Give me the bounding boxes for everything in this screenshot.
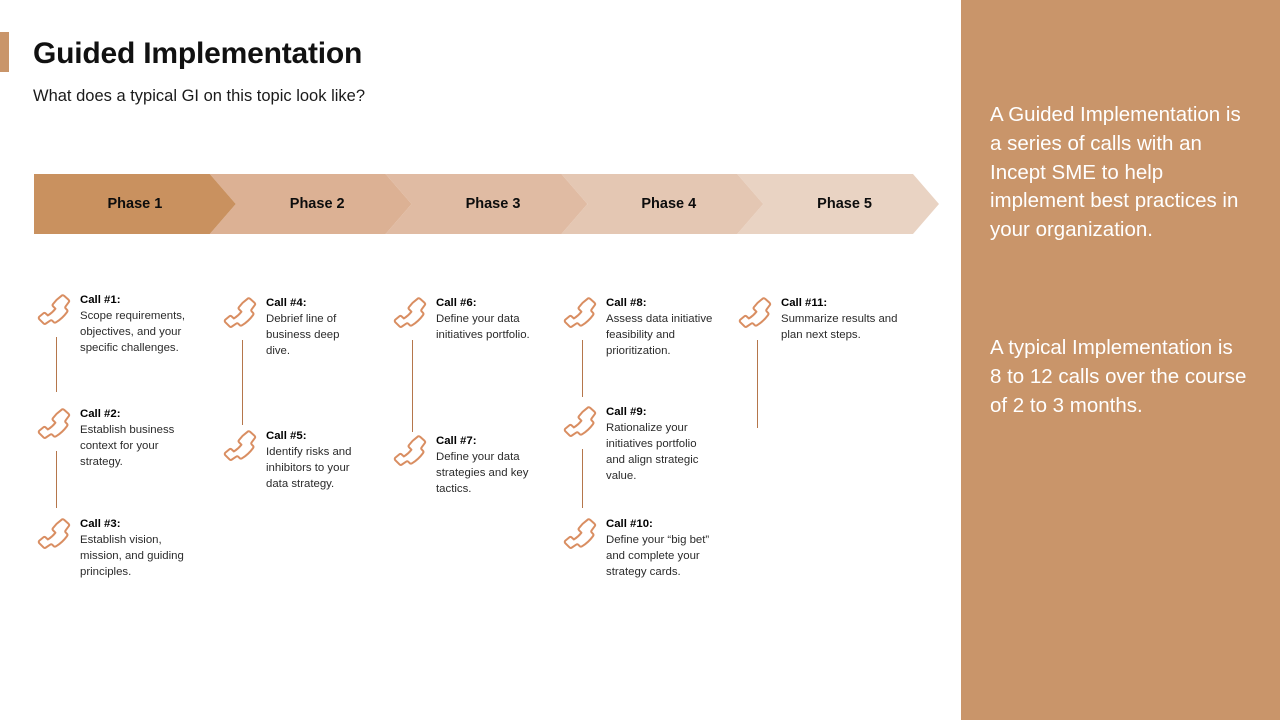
call-text: Call #1: Scope requirements, objectives, … [80, 292, 192, 356]
phone-call-icon [390, 433, 430, 471]
call-heading: Call #2: [80, 408, 121, 420]
call-item: Call #7: Define your data strategies and … [390, 433, 551, 497]
phase-banner: Phase 1 Phase 2 Phase 3 Phase 4 Phase 5 [34, 174, 939, 234]
phase-chevron-5[interactable]: Phase 5 [737, 174, 939, 234]
call-description: Establish vision, mission, and guiding p… [80, 534, 184, 578]
call-description: Summarize results and plan next steps. [781, 313, 898, 341]
call-description: Assess data initiative feasibility and p… [606, 313, 713, 357]
call-description: Identify risks and inhibitors to your da… [266, 446, 352, 490]
phase-label: Phase 5 [817, 196, 872, 212]
phase-label: Phase 2 [289, 196, 345, 212]
call-description: Define your data initiatives portfolio. [436, 313, 530, 341]
call-connector-line [757, 340, 758, 428]
call-description: Debrief line of business deep dive. [266, 313, 340, 357]
phase-label: Phase 1 [107, 196, 163, 212]
call-heading: Call #6: [436, 297, 477, 309]
phone-call-icon [560, 295, 600, 333]
phase-chevron-1[interactable]: Phase 1 [34, 174, 236, 234]
call-heading: Call #4: [266, 297, 307, 309]
phone-call-icon [34, 406, 74, 444]
call-description: Establish business context for your stra… [80, 424, 175, 468]
call-item: Call #8: Assess data initiative feasibili… [560, 295, 718, 359]
call-text: Call #8: Assess data initiative feasibili… [606, 295, 718, 359]
call-text: Call #6: Define your data initiatives por… [436, 295, 551, 343]
call-item: Call #6: Define your data initiatives por… [390, 295, 551, 343]
phase-chevron-shape [34, 174, 236, 234]
sidebar-panel: A Guided Implementation is a series of c… [961, 0, 1280, 720]
call-description: Define your data strategies and key tact… [436, 451, 529, 495]
phase-chevron-2[interactable]: Phase 2 [209, 174, 412, 234]
page-subtitle: What does a typical GI on this topic loo… [33, 87, 365, 105]
call-item: Call #2: Establish business context for y… [34, 406, 192, 470]
call-heading: Call #8: [606, 297, 647, 309]
phase-chevron-4[interactable]: Phase 4 [561, 174, 763, 234]
call-connector-line [242, 340, 243, 425]
phone-call-icon [220, 428, 260, 466]
phone-call-icon [34, 516, 74, 554]
phone-call-icon [560, 516, 600, 554]
call-item: Call #11: Summarize results and plan next… [735, 295, 916, 343]
phone-call-icon [560, 404, 600, 442]
call-item: Call #1: Scope requirements, objectives, … [34, 292, 192, 356]
phone-call-icon [34, 292, 74, 330]
phone-call-icon [735, 295, 775, 333]
call-connector-line [412, 340, 413, 432]
phase-chevron-3[interactable]: Phase 3 [385, 174, 588, 234]
call-heading: Call #11: [781, 297, 828, 309]
call-item: Call #9: Rationalize your initiatives por… [560, 404, 718, 484]
phase-label: Phase 4 [641, 196, 697, 212]
call-heading: Call #3: [80, 518, 121, 530]
phone-call-icon [390, 295, 430, 333]
call-description: Define your “big bet” and complete your … [606, 534, 710, 578]
call-text: Call #3: Establish vision, mission, and g… [80, 516, 192, 580]
phase-label: Phase 3 [465, 196, 521, 212]
call-connector-line [56, 451, 57, 508]
call-item: Call #10: Define your “big bet” and compl… [560, 516, 718, 580]
call-connector-line [582, 340, 583, 397]
call-connector-line [56, 337, 57, 392]
phase-chevron-shape [385, 174, 588, 234]
call-heading: Call #9: [606, 406, 647, 418]
call-item: Call #5: Identify risks and inhibitors to… [220, 428, 366, 492]
call-description: Scope requirements, objectives, and your… [80, 310, 186, 354]
call-text: Call #4: Debrief line of business deep di… [266, 295, 366, 359]
page-title: Guided Implementation [33, 37, 363, 70]
call-text: Call #10: Define your “big bet” and compl… [606, 516, 718, 580]
call-text: Call #5: Identify risks and inhibitors to… [266, 428, 366, 492]
call-heading: Call #1: [80, 294, 121, 306]
call-item: Call #3: Establish vision, mission, and g… [34, 516, 192, 580]
call-heading: Call #5: [266, 430, 307, 442]
call-text: Call #2: Establish business context for y… [80, 406, 192, 470]
calls-section: Call #1: Scope requirements, objectives, … [34, 292, 916, 580]
call-item: Call #4: Debrief line of business deep di… [220, 295, 366, 359]
phase-chevron-shape [737, 174, 939, 234]
sidebar-paragraph: A typical Implementation is 8 to 12 call… [990, 336, 1247, 417]
call-description: Rationalize your initiatives portfolio a… [606, 422, 699, 482]
call-connector-line [582, 449, 583, 508]
call-text: Call #11: Summarize results and plan next… [781, 295, 916, 343]
title-accent-bar [0, 32, 9, 72]
phase-chevron-shape [561, 174, 763, 234]
call-heading: Call #7: [436, 435, 477, 447]
call-text: Call #7: Define your data strategies and … [436, 433, 551, 497]
phone-call-icon [220, 295, 260, 333]
call-heading: Call #10: [606, 518, 653, 530]
call-text: Call #9: Rationalize your initiatives por… [606, 404, 718, 484]
phase-chevron-shape [209, 174, 412, 234]
sidebar-paragraph: A Guided Implementation is a series of c… [990, 103, 1241, 242]
